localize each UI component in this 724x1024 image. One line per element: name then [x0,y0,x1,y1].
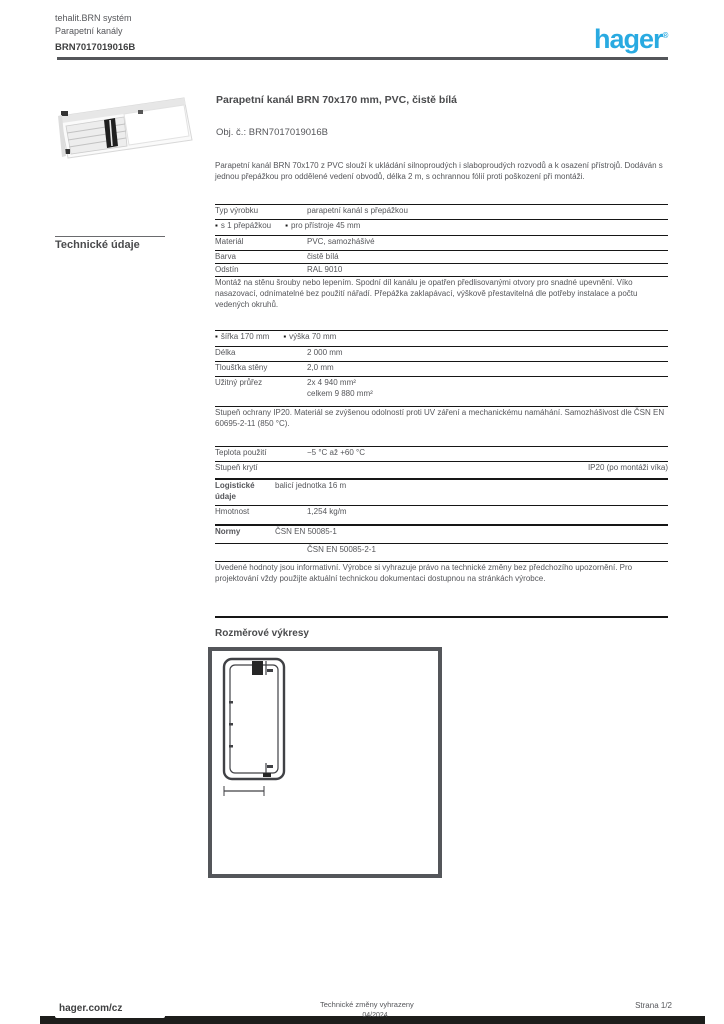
footer-note-line2: 04/2024 [362,1012,388,1019]
bullet-icon: šířka 170 mm [215,331,269,342]
spec-value: čistě bílá [307,252,339,261]
spec-row: Teplota použití −5 °C až +60 °C [215,447,668,462]
profile-drawing [222,657,286,796]
spec-value: −5 °C až +60 °C [307,448,365,457]
product-photo [58,97,193,159]
hager-logo-text: hager [594,24,664,54]
spec-paragraph: Uvedené hodnoty jsou informativní. Výrob… [215,562,668,618]
spec-paragraph: Montáž na stěnu šrouby nebo lepením. Spo… [215,277,668,331]
spec-value: RAL 9010 [307,265,343,274]
spec-label: Barva [215,252,236,261]
sidebar-section-label: Technické údaje [55,236,165,251]
spec-row: ČSN EN 50085-2-1 [215,544,668,562]
header-category-block: tehalit.BRN systém Parapetní kanály BRN7… [55,12,135,54]
spec-label: Tloušťka stěny [215,363,268,372]
spec-row: Barva čistě bílá [215,251,668,264]
spec-section-label: Logistické údaje [215,481,255,501]
product-title: Parapetní kanál BRN 70x170 mm, PVC, čist… [216,94,458,106]
header-category-line1: tehalit.BRN systém [55,13,132,23]
spec-paragraph-text: Uvedené hodnoty jsou informativní. Výrob… [215,563,633,583]
spec-value: PVC, samozhášivé [307,237,375,246]
spec-label: Odstín [215,265,239,274]
spec-value: ČSN EN 50085-1 [275,527,337,536]
spec-value: parapetní kanál s přepážkou [307,206,408,215]
dimensional-drawing-box [208,647,442,878]
spec-label: Stupeň krytí [215,463,258,472]
footer-note-line1: Technické změny vyhrazeny [320,1000,414,1009]
spec-paragraph: Stupeň ochrany IP20. Materiál se zvýšeno… [215,407,668,447]
spec-table: Parapetní kanál BRN 70x170 z PVC slouží … [215,160,668,618]
spec-label: Typ výrobku [215,206,259,215]
spec-label: Materiál [215,237,244,246]
footer-website-link[interactable]: hager.com/cz [55,999,165,1018]
spec-label: Užitný průřez [215,378,263,387]
bullet-icon: s 1 přepážkou [215,220,271,231]
header-product-reference: BRN7017019016B [55,42,136,53]
bullet-icon: výška 70 mm [283,331,336,342]
spec-value: balicí jednotka 16 m [275,481,347,490]
footer-bar [40,1016,705,1024]
header-divider [57,57,668,60]
spec-value: 2,0 mm [307,363,334,372]
spec-label: Teplota použití [215,448,267,457]
spec-row: Normy ČSN EN 50085-1 [215,526,668,544]
spec-row: Logistické údaje balicí jednotka 16 m [215,480,668,506]
spec-row: Délka 2 000 mm [215,347,668,362]
footer-note: Technické změny vyhrazeny 04/2024 [320,1000,430,1020]
spec-label: Hmotnost [215,507,250,516]
spec-row: Tloušťka stěny 2,0 mm [215,362,668,377]
spec-paragraph-text: Montáž na stěnu šrouby nebo lepením. Spo… [215,278,638,309]
spec-paragraph-text: Stupeň ochrany IP20. Materiál se zvýšeno… [215,408,665,428]
spec-row: Hmotnost 1,254 kg/m [215,506,668,526]
spec-row: šířka 170 mm výška 70 mm [215,331,668,347]
product-subtitle: Obj. č.: BRN7017019016B [216,127,328,138]
spec-row: Materiál PVC, samozhášivé [215,236,668,251]
footer-page-indicator: Strana 1/2 [635,1001,672,1010]
spec-value: ČSN EN 50085-2-1 [307,545,376,554]
spec-value: IP20 (po montáži víka) [587,463,668,472]
hager-logo: hager® [594,22,668,53]
spec-row: Odstín RAL 9010 [215,264,668,277]
spec-value: 1,254 kg/m [307,507,347,516]
spec-paragraph-text: Parapetní kanál BRN 70x170 z PVC slouží … [215,161,663,181]
spec-row: Stupeň krytí IP20 (po montáži víka) [215,462,668,480]
spec-row: Typ výrobku parapetní kanál s přepážkou [215,205,668,220]
bullet-icon: pro přístroje 45 mm [285,220,360,231]
spec-value: 2 000 mm [307,348,343,357]
registered-mark-icon: ® [662,31,669,40]
spec-section-label: Normy [215,527,241,536]
header-category-line2: Parapetní kanály [55,26,123,36]
spec-paragraph: Parapetní kanál BRN 70x170 z PVC slouží … [215,160,668,204]
spec-row: s 1 přepážkou pro přístroje 45 mm [215,220,668,236]
spec-label: Délka [215,348,236,357]
dimensional-drawings-heading: Rozměrové výkresy [215,628,309,639]
